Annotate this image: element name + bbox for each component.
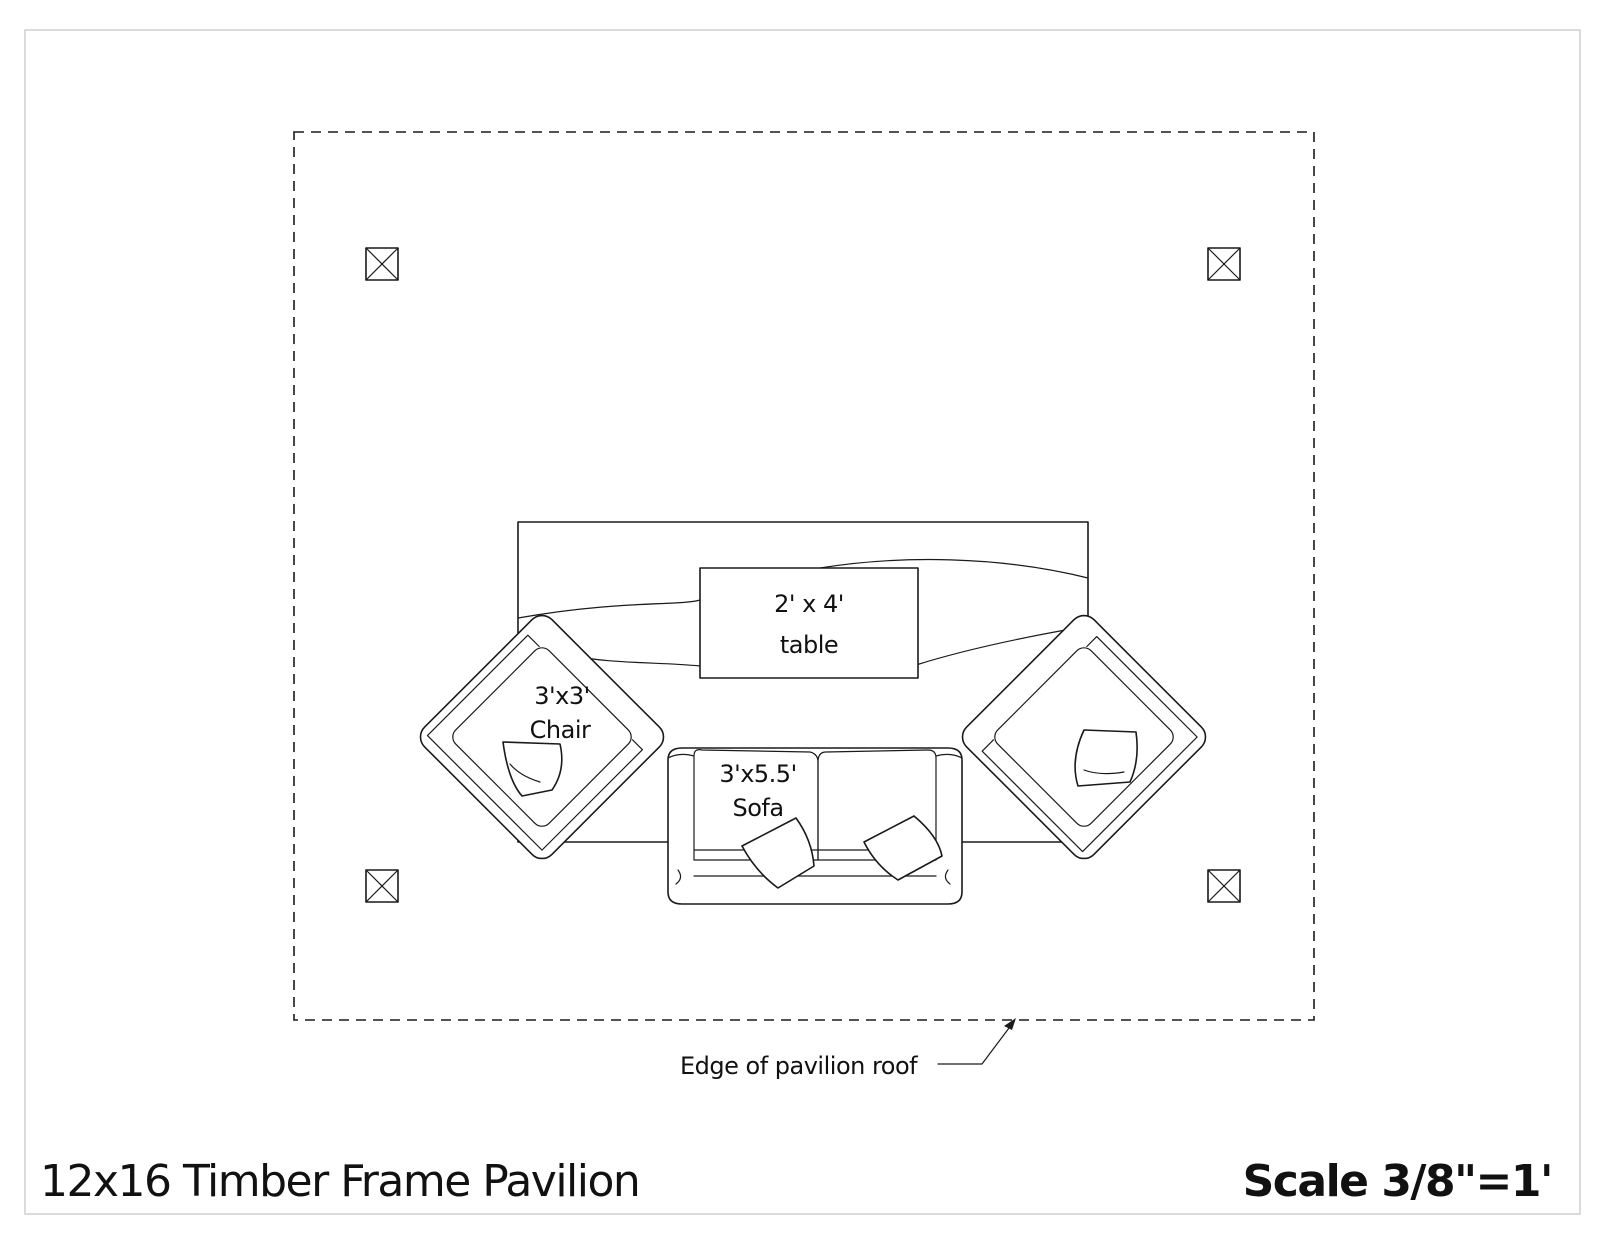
chair-left <box>419 614 665 860</box>
table-size-label: 2' x 4' <box>774 590 844 618</box>
chair-left-pillow <box>502 741 563 797</box>
sofa <box>667 747 963 905</box>
post-top-right <box>1207 247 1241 281</box>
table-name-label: table <box>780 631 838 659</box>
chair-size-label: 3'x3' <box>534 682 589 710</box>
scale-label: Scale 3/8"=1' <box>1243 1156 1552 1207</box>
post-bottom-right <box>1207 869 1241 903</box>
sofa-size-label: 3'x5.5' <box>719 760 796 788</box>
post-top-left <box>365 247 399 281</box>
chair-name-label: Chair <box>530 716 591 744</box>
sheet-title: 12x16 Timber Frame Pavilion <box>40 1156 639 1207</box>
roof-callout-leader <box>937 1018 1016 1065</box>
roof-edge-label: Edge of pavilion roof <box>680 1052 918 1080</box>
sheet-border <box>24 29 1581 1215</box>
sofa-name-label: Sofa <box>732 794 783 822</box>
roof-edge <box>293 131 1315 1021</box>
table: 2' x 4' table <box>699 567 919 679</box>
post-bottom-left <box>365 869 399 903</box>
chair-right-pillow <box>1074 729 1138 787</box>
